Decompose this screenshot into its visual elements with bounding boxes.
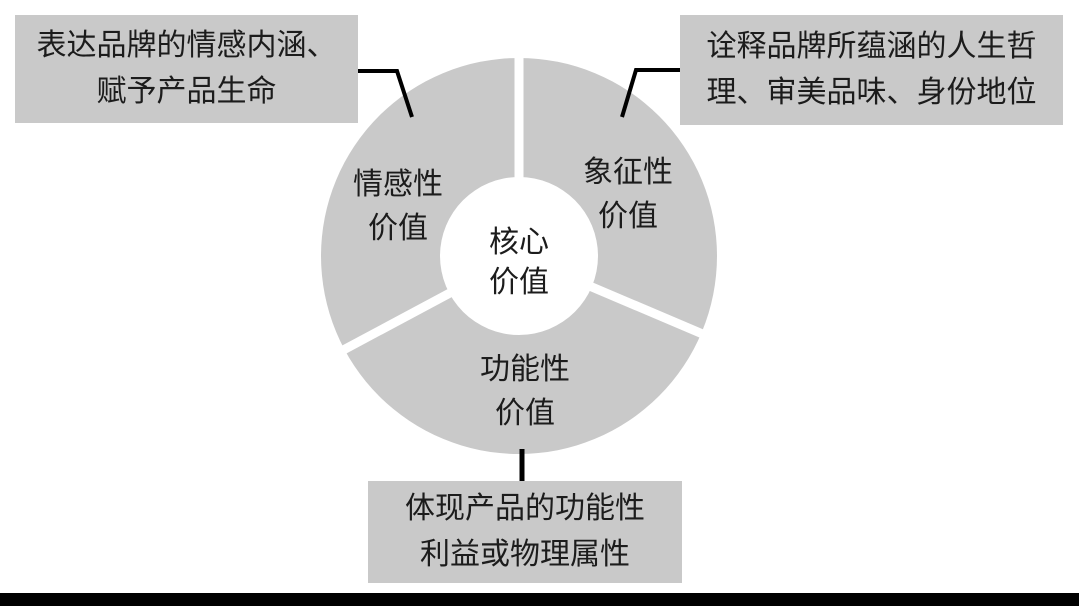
- segment-label-functional-line1: 功能性: [480, 352, 570, 387]
- callout-functional-line1: 体现产品的功能性: [405, 491, 645, 526]
- connector-symbolic: [620, 68, 680, 118]
- core-value-line1: 核心: [489, 225, 549, 260]
- callout-emotional-line1: 表达品牌的情感内涵、: [36, 28, 337, 63]
- segment-label-emotional-line1: 情感性: [353, 167, 443, 202]
- bottom-crop-bar: [0, 593, 1079, 606]
- segment-label-symbolic: 象征性 价值: [583, 151, 673, 239]
- segment-label-emotional-line2: 价值: [368, 211, 428, 246]
- segment-label-symbolic-line1: 象征性: [583, 155, 673, 190]
- core-value-line2: 价值: [489, 265, 549, 300]
- core-value-label: 核心 价值: [489, 223, 549, 303]
- callout-symbolic: 诠释品牌所蕴涵的人生哲 理、审美品味、身份地位: [680, 15, 1063, 125]
- callout-functional: 体现产品的功能性 利益或物理属性: [368, 481, 682, 583]
- segment-label-functional-line2: 价值: [495, 396, 555, 431]
- donut-hole: [440, 177, 598, 335]
- connector-emotional: [358, 69, 414, 118]
- callout-symbolic-line1: 诠释品牌所蕴涵的人生哲: [706, 29, 1037, 64]
- callout-emotional: 表达品牌的情感内涵、 赋予产品生命: [15, 15, 358, 123]
- segment-label-emotional: 情感性 价值: [353, 163, 443, 251]
- callout-symbolic-line2: 理、审美品味、身份地位: [706, 75, 1037, 110]
- callout-emotional-line2: 赋予产品生命: [96, 74, 277, 109]
- segment-label-symbolic-line2: 价值: [598, 199, 658, 234]
- callout-functional-line2: 利益或物理属性: [420, 537, 630, 572]
- segment-label-functional: 功能性 价值: [480, 348, 570, 436]
